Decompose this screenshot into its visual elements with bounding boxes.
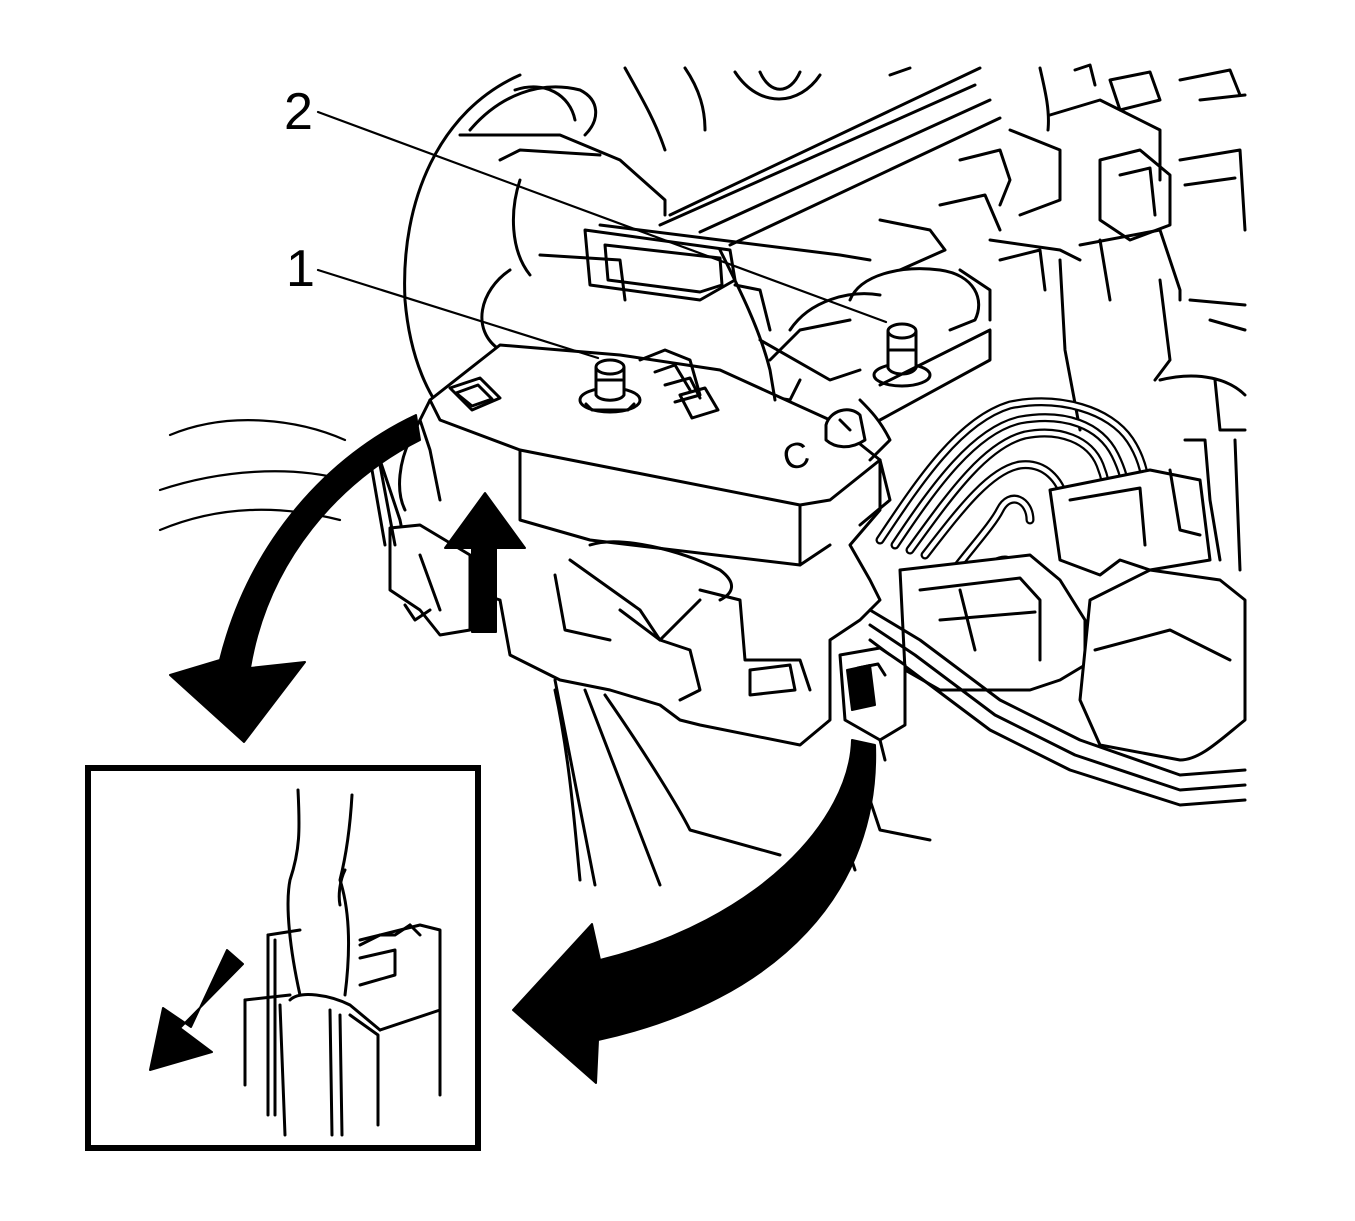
fastener-nut-1 [578,358,642,414]
steering-column-background [403,66,1050,422]
callout-leaders [316,110,888,360]
left-clip [370,463,472,637]
lower-panel-lines [553,678,782,887]
rotate-right-arrow [512,739,877,1084]
rotate-left-arrow [169,414,421,743]
tab-release-detail [85,765,481,1151]
callout-label-2: 2 [284,83,313,141]
fastener-nut-2 [824,322,992,462]
wiring-harness [868,397,1247,807]
fuse-block-housing [378,248,892,747]
lift-up-arrow [444,492,526,633]
callout-label-1: 1 [286,240,315,298]
release-tab [838,646,932,872]
